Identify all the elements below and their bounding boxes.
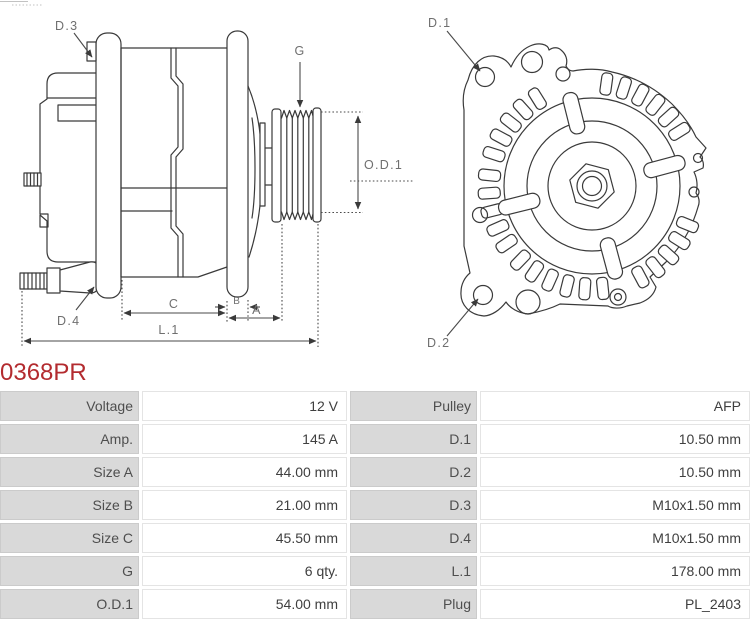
top-hole [520, 50, 544, 74]
spec-value: 178.00 mm [480, 556, 750, 586]
spec-label: D.3 [350, 490, 477, 520]
spec-label: Plug [350, 589, 477, 619]
spec-label: G [0, 556, 139, 586]
mount-hole-d2 [472, 284, 494, 306]
spec-value: 44.00 mm [142, 457, 347, 487]
spec-value: 10.50 mm [480, 457, 750, 487]
spec-value: M10x1.50 mm [480, 523, 750, 553]
spec-value: 145 A [142, 424, 347, 454]
mount-bracket-rear [95, 32, 122, 299]
spec-label: Pulley [350, 391, 477, 421]
dim-label-b: B [233, 296, 240, 307]
spec-value: AFP [480, 391, 750, 421]
spec-value: 54.00 mm [142, 589, 347, 619]
spec-value: 6 qty. [142, 556, 347, 586]
spec-value: 21.00 mm [142, 490, 347, 520]
spec-label: Voltage [0, 391, 139, 421]
side-view-dimensions [21, 32, 413, 347]
dim-label-od1: O.D.1 [364, 158, 403, 172]
rear-stud-bottom [19, 267, 61, 294]
cooling-fins [477, 72, 700, 301]
side-view [19, 30, 322, 299]
spec-label: Size C [0, 523, 139, 553]
spec-value: 45.50 mm [142, 523, 347, 553]
dim-label-d4: D.4 [57, 314, 80, 328]
spec-label: D.1 [350, 424, 477, 454]
spec-value: 12 V [142, 391, 347, 421]
spokes [497, 91, 686, 280]
dim-label-g: G [294, 44, 305, 58]
spec-label: Size A [0, 457, 139, 487]
front-view [460, 43, 707, 317]
spec-label: D.2 [350, 457, 477, 487]
mount-bracket-front [226, 30, 249, 298]
dim-label-d3: D.3 [55, 19, 78, 33]
spec-value: PL_2403 [480, 589, 750, 619]
dim-label-d2: D.2 [427, 336, 450, 350]
spec-table: Voltage 12 V Pulley AFP Amp. 145 A D.1 1… [0, 391, 750, 619]
cropped-artifact [0, 1, 42, 6]
spec-label: O.D.1 [0, 589, 139, 619]
pulley [271, 107, 322, 223]
shaft-plate [259, 122, 266, 207]
dim-label-d1: D.1 [428, 16, 451, 30]
dim-label-c: C [169, 297, 179, 311]
spec-value: 10.50 mm [480, 424, 750, 454]
rear-stud-top [23, 172, 42, 187]
spec-label: Amp. [0, 424, 139, 454]
spec-label: Size B [0, 490, 139, 520]
spec-value: M10x1.50 mm [480, 490, 750, 520]
mount-hole-d1 [474, 66, 496, 88]
spec-label: L.1 [350, 556, 477, 586]
technical-diagram: D.3 D.4 G O.D.1 C B A L.1 [0, 1, 707, 350]
part-number: 0368PR [0, 359, 87, 386]
alternator-diagram-svg: D.3 D.4 G O.D.1 C B A L.1 [0, 1, 707, 350]
spec-label: D.4 [350, 523, 477, 553]
dim-label-l1: L.1 [158, 323, 179, 337]
dim-label-a: A [252, 303, 262, 317]
front-view-leaders [446, 30, 481, 337]
